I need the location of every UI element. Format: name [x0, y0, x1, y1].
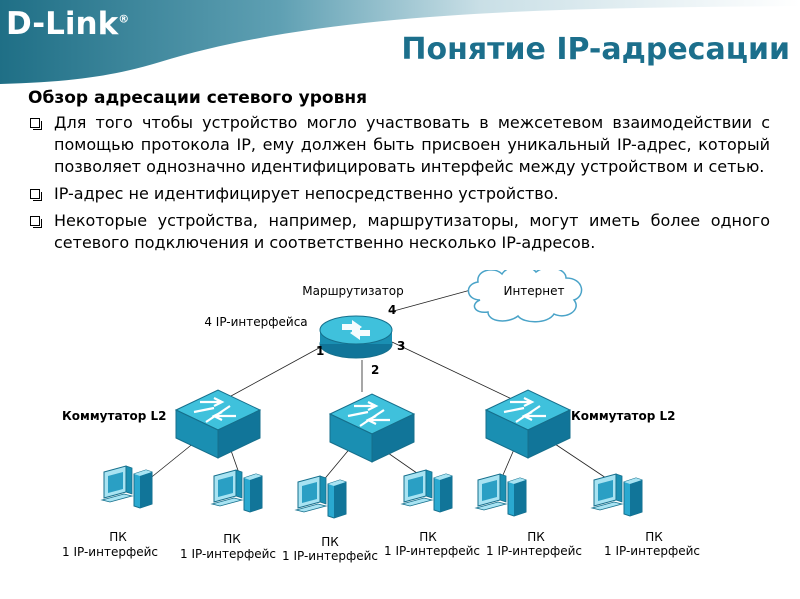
link-switch-pc: [321, 445, 353, 483]
pc-label: ПК: [109, 530, 127, 544]
bullet-item: IP-адрес не идентифицирует непосредствен…: [28, 183, 770, 205]
link-number: 4: [388, 303, 396, 317]
internet-cloud: Интернет: [467, 270, 583, 323]
pc-icon: [295, 475, 347, 519]
pc-interface-label: 1 IP-интерфейс: [282, 549, 378, 563]
switch-left-label: Коммутатор L2: [62, 409, 167, 423]
switch-right-label: Коммутатор L2: [571, 409, 676, 423]
pc-interface-label: 1 IP-интерфейс: [486, 544, 582, 558]
bullet-item: Для того чтобы устройство могло участвов…: [28, 112, 770, 178]
bullet-icon: [30, 216, 42, 228]
link-router-switch-right: [391, 341, 519, 403]
bullet-item: Некоторые устройства, например, маршрути…: [28, 210, 770, 254]
pc-icon: [401, 469, 453, 513]
switch-left: [174, 388, 262, 460]
switch-center: [328, 392, 416, 464]
section-subtitle: Обзор адресации сетевого уровня: [28, 88, 368, 108]
pc-interface-label: 1 IP-интерфейс: [180, 547, 276, 561]
link-switch-pc: [545, 437, 613, 483]
pc-label: ПК: [223, 532, 241, 546]
link-router-internet: [389, 287, 479, 313]
bullet-text: IP-адрес не идентифицирует непосредствен…: [54, 184, 559, 203]
pc-icon: [591, 473, 643, 517]
link-number: 2: [371, 363, 379, 377]
pc-label: ПК: [419, 530, 437, 544]
router-interfaces-label: 4 IP-интерфейса: [204, 315, 307, 329]
pc-interface-label: 1 IP-интерфейс: [62, 545, 158, 559]
pc-label: ПК: [527, 530, 545, 544]
link-router-switch-left: [219, 341, 331, 403]
switch-right: [484, 388, 572, 460]
bullet-text: Для того чтобы устройство могло участвов…: [54, 113, 770, 176]
pc-icon: [101, 465, 153, 509]
bullet-icon: [30, 118, 42, 130]
pc-interface-label: 1 IP-интерфейс: [384, 544, 480, 558]
router: [319, 315, 393, 359]
pc-interface-label: 1 IP-интерфейс: [604, 544, 700, 558]
router-label: Маршрутизатор: [302, 284, 404, 298]
pc-label: ПК: [645, 530, 663, 544]
bullet-icon: [30, 189, 42, 201]
slide-title: Понятие IP-адресации: [401, 32, 790, 67]
bullet-list: Для того чтобы устройство могло участвов…: [28, 112, 770, 259]
pc-labels: ПК 1 IP-интерфейс ПК 1 IP-интерфейс ПК 1…: [62, 530, 700, 563]
bullet-text: Некоторые устройства, например, маршрути…: [54, 211, 770, 252]
dlink-logo: D-Link®: [6, 6, 130, 42]
link-number: 1: [316, 344, 324, 358]
network-diagram: Интернет Маршрутизатор 4 IP-интерфейса 1…: [62, 270, 700, 563]
internet-label: Интернет: [503, 284, 564, 298]
link-number: 3: [397, 339, 405, 353]
pc-icon: [211, 469, 263, 513]
pc-label: ПК: [321, 535, 339, 549]
header-band: [0, 0, 800, 84]
pc-icon: [475, 473, 527, 517]
